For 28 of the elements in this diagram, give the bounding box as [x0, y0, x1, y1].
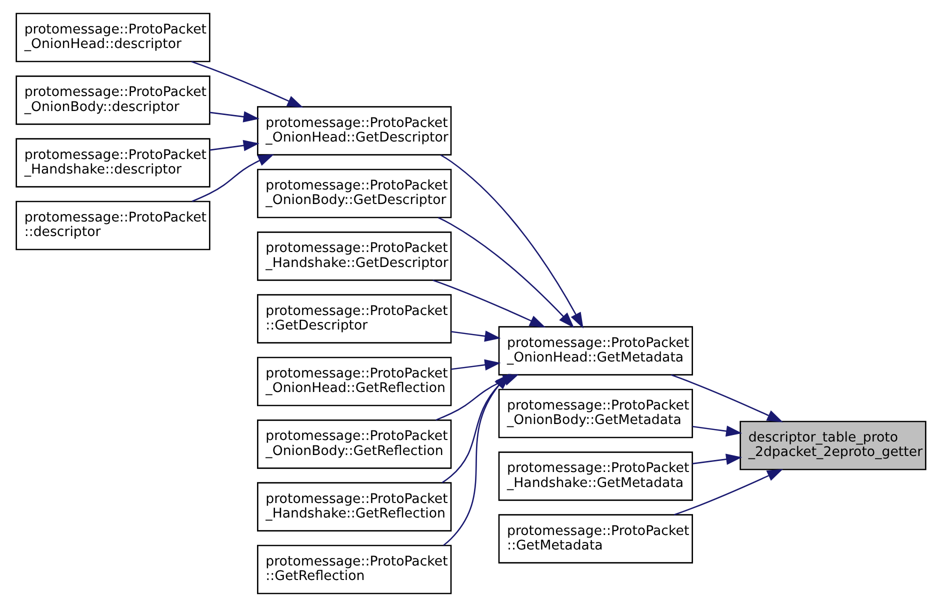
arrow	[692, 454, 742, 465]
node-box: protomessage::ProtoPacket _OnionBody::descriptor	[15, 76, 210, 125]
node-box: protomessage::ProtoPacket _OnionBody::GetReflection	[256, 420, 452, 469]
node-box: protomessage::ProtoPacket _Handshake::descriptor	[15, 138, 210, 188]
arrow	[450, 330, 500, 342]
node-box: protomessage::ProtoPacket ::GetDescriptor	[256, 294, 452, 344]
arrow	[432, 280, 546, 328]
arrow	[209, 140, 259, 152]
node-box: protomessage::ProtoPacket _OnionHead::GetReflection	[256, 356, 452, 406]
node-box: protomessage::ProtoPacket _OnionHead::GetMetadata	[498, 326, 692, 376]
node-box: protomessage::ProtoPacket _OnionBody::GetMetadata	[498, 388, 692, 438]
node-box: protomessage::ProtoPacket _OnionBody::GetDescriptor	[256, 168, 452, 218]
arrow	[190, 60, 303, 108]
node-box: protomessage::ProtoPacket _Handshake::GetMetadata	[498, 452, 692, 501]
arrow	[209, 111, 259, 122]
node-box: protomessage::ProtoPacket ::GetReflection	[256, 544, 452, 594]
node-box: descriptor_table_proto _2dpacket_2eproto_getter	[739, 420, 926, 470]
arrow	[692, 426, 742, 437]
node-box: protomessage::ProtoPacket _Handshake::GetReflection	[256, 482, 452, 532]
node-box: protomessage::ProtoPacket _OnionHead::GetDescriptor	[256, 106, 452, 156]
arrow	[191, 154, 274, 202]
arrow	[442, 373, 509, 546]
node-box: protomessage::ProtoPacket ::descriptor	[15, 200, 210, 250]
node-box: protomessage::ProtoPacket _OnionHead::descriptor	[15, 12, 210, 62]
arrow	[450, 359, 500, 370]
node-box: protomessage::ProtoPacket _Handshake::GetDescriptor	[256, 232, 452, 281]
node-box: protomessage::ProtoPacket ::GetMetadata	[498, 514, 692, 564]
arrow	[440, 154, 583, 328]
